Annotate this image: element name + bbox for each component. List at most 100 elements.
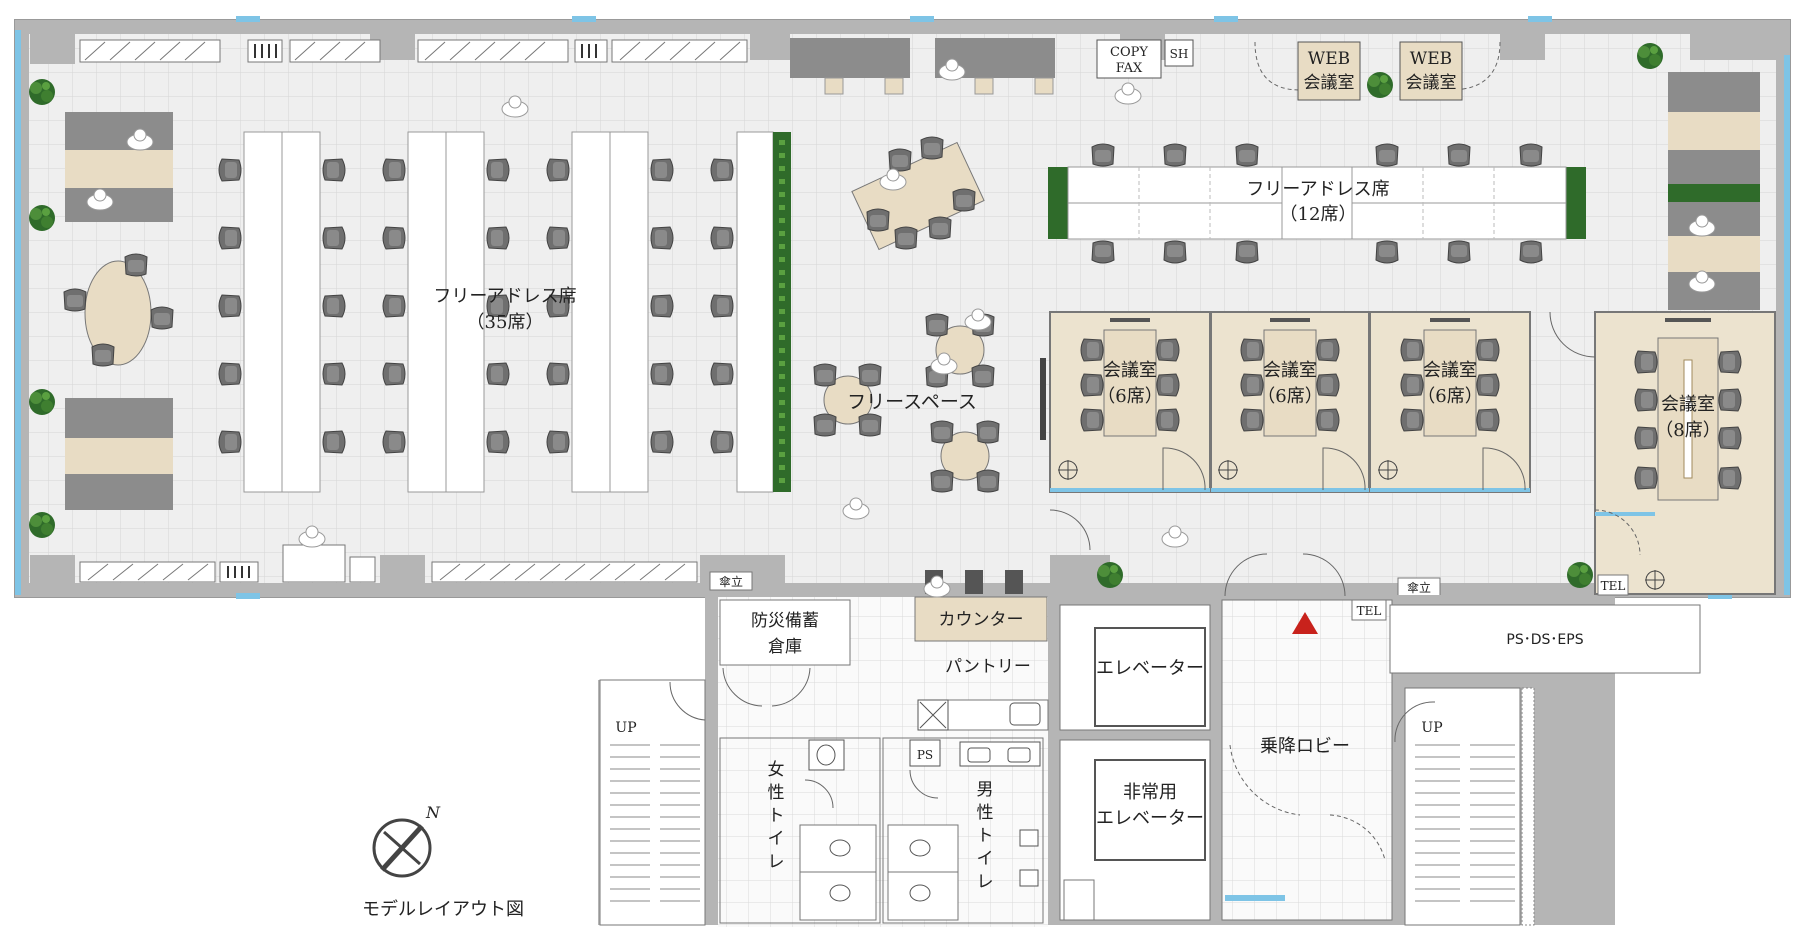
web-room-label-2: 会議室 bbox=[1406, 73, 1457, 93]
elevator-label: エレベーター bbox=[1096, 658, 1204, 679]
chair-icon bbox=[710, 158, 734, 182]
chair-icon bbox=[322, 362, 346, 386]
chair-icon bbox=[813, 363, 837, 387]
chair-icon bbox=[888, 148, 912, 172]
web-label-2: WEB bbox=[1410, 49, 1452, 69]
cabinets-bottom: 傘立 傘立 bbox=[79, 525, 1441, 597]
chair-icon bbox=[1718, 388, 1742, 412]
chair-icon bbox=[486, 158, 510, 182]
meeting-room-2-label: 会議室 bbox=[1263, 360, 1317, 381]
plant-icon bbox=[1637, 43, 1663, 69]
compass-icon: N bbox=[372, 803, 441, 878]
chair-icon bbox=[976, 469, 1000, 493]
chair-icon bbox=[1163, 240, 1187, 264]
umbrella-stand-label-1: 傘立 bbox=[719, 574, 743, 589]
chair-icon bbox=[1316, 408, 1340, 432]
meeting-rooms: 会議室 （6席） 会議室 （6席） 会議室 （6席） 会議室 （8席） bbox=[1040, 311, 1776, 595]
chair-icon bbox=[1235, 143, 1259, 167]
free-address-35-label: フリーアドレス席 bbox=[433, 286, 576, 307]
chair-icon bbox=[1447, 143, 1471, 167]
chair-icon bbox=[1519, 240, 1543, 264]
lobby-label: 乗降ロビー bbox=[1260, 736, 1350, 757]
chair-icon bbox=[925, 313, 949, 337]
chair-icon bbox=[1519, 143, 1543, 167]
cabinets-top bbox=[79, 39, 748, 63]
chair-icon bbox=[322, 430, 346, 454]
clock-icon bbox=[1058, 460, 1078, 480]
chair-icon bbox=[218, 362, 242, 386]
chair-icon bbox=[91, 343, 115, 367]
chair-icon bbox=[1240, 408, 1264, 432]
window-west bbox=[15, 30, 21, 595]
chair-icon bbox=[486, 226, 510, 250]
copy-fax-area: COPY FAX SH bbox=[1096, 39, 1194, 79]
storage-label-2: 倉庫 bbox=[768, 637, 802, 657]
chair-icon bbox=[546, 362, 570, 386]
left-lounge bbox=[29, 79, 174, 538]
chair-icon bbox=[218, 158, 242, 182]
plant-icon bbox=[1097, 562, 1123, 588]
chair-icon bbox=[930, 420, 954, 444]
chair-icon bbox=[1316, 338, 1340, 362]
plant-icon bbox=[29, 205, 55, 231]
chair-icon bbox=[1447, 240, 1471, 264]
chair-icon bbox=[1476, 408, 1500, 432]
chair-icon bbox=[218, 430, 242, 454]
chair-icon bbox=[63, 288, 87, 312]
chair-icon bbox=[218, 294, 242, 318]
chair-icon bbox=[894, 226, 918, 250]
chair-icon bbox=[150, 306, 174, 330]
web-label-1: WEB bbox=[1308, 49, 1350, 69]
counter-label: カウンター bbox=[939, 610, 1024, 630]
chair-icon bbox=[971, 364, 995, 388]
chair-icon bbox=[486, 430, 510, 454]
womens-label-5: レ bbox=[768, 852, 785, 872]
tel-label-2: TEL bbox=[1601, 579, 1626, 593]
chair-icon bbox=[1718, 426, 1742, 450]
ps-label: PS bbox=[917, 748, 933, 762]
chair-icon bbox=[1375, 143, 1399, 167]
plant-icon bbox=[29, 389, 55, 415]
building-core: カウンター パントリー 防災備蓄 倉庫 女 性 ト イ レ PS bbox=[598, 553, 1701, 927]
meeting-room-1-seats: （6席） bbox=[1097, 386, 1162, 407]
compass-n-label: N bbox=[425, 803, 441, 822]
chair-icon bbox=[486, 362, 510, 386]
chair-icon bbox=[866, 208, 890, 232]
chair-icon bbox=[1634, 350, 1658, 374]
chair-icon bbox=[218, 226, 242, 250]
clock-icon bbox=[1378, 460, 1398, 480]
clock-icon bbox=[1645, 570, 1665, 590]
meeting-room-1-label: 会議室 bbox=[1103, 360, 1157, 381]
web-meeting-booths: WEB 会議室 WEB 会議室 bbox=[1254, 41, 1501, 101]
chair-icon bbox=[1634, 388, 1658, 412]
storage-label: 防災備蓄 bbox=[751, 611, 819, 631]
chair-icon bbox=[382, 430, 406, 454]
chair-icon bbox=[1240, 338, 1264, 362]
emergency-elevator-label-1: 非常用 bbox=[1123, 782, 1177, 803]
chair-icon bbox=[1091, 240, 1115, 264]
copy-label: COPY bbox=[1110, 45, 1148, 60]
chair-icon bbox=[546, 226, 570, 250]
chair-icon bbox=[1080, 338, 1104, 362]
plant-icon bbox=[1567, 562, 1593, 588]
chair-icon bbox=[930, 469, 954, 493]
emergency-elevator-label-2: エレベーター bbox=[1096, 808, 1204, 829]
mens-label-1: 男 bbox=[977, 780, 994, 800]
ps-ds-eps-label: PS･DS･EPS bbox=[1506, 632, 1583, 648]
web-room-label-1: 会議室 bbox=[1304, 73, 1355, 93]
chair-icon bbox=[1400, 338, 1424, 362]
window-east bbox=[1784, 55, 1790, 595]
umbrella-stand-label-2: 傘立 bbox=[1407, 580, 1431, 595]
free-space-label: フリースペース bbox=[847, 391, 977, 413]
clock-icon bbox=[1218, 460, 1238, 480]
chair-icon bbox=[920, 136, 944, 160]
womens-label-1: 女 bbox=[768, 760, 785, 780]
chair-icon bbox=[1080, 408, 1104, 432]
free-address-12-desks: フリーアドレス席 （12席） bbox=[1048, 143, 1586, 264]
chair-icon bbox=[1156, 408, 1180, 432]
mens-label-2: 性 bbox=[977, 803, 994, 823]
chair-icon bbox=[710, 226, 734, 250]
chair-icon bbox=[813, 413, 837, 437]
chair-icon bbox=[710, 294, 734, 318]
chair-icon bbox=[710, 362, 734, 386]
